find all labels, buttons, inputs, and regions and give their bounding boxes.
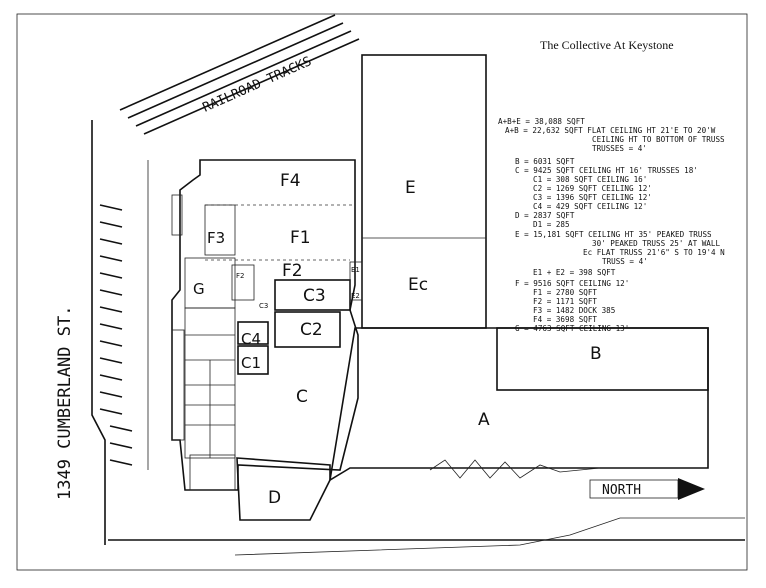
legend-line: D = 2837 SQFT (515, 211, 575, 220)
area-label-f2-small: F2 (236, 272, 244, 280)
legend-line: F3 = 1482 DOCK 385 (533, 306, 615, 315)
legend-line: C = 9425 SQFT CEILING HT 16' TRUSSES 18' (515, 166, 698, 175)
area-label-e2: E2 (351, 292, 360, 300)
area-label-d: D (268, 488, 281, 508)
area-label-f2: F2 (282, 261, 303, 281)
legend-line: CEILING HT TO BOTTOM OF TRUSS (592, 135, 725, 144)
legend-line: E = 15,181 SQFT CEILING HT 35' PEAKED TR… (515, 230, 712, 239)
area-label-c1: C1 (241, 354, 261, 372)
legend-line: E1 + E2 = 398 SQFT (533, 268, 616, 277)
street-label: 1349 CUMBERLAND ST. (55, 306, 75, 500)
area-label-b: B (590, 344, 602, 364)
north-arrow: NORTH (589, 478, 705, 500)
building-a (328, 327, 709, 482)
legend-line: G = 4763 SQFT CEILING 13' (515, 324, 629, 333)
area-label-c: C (296, 387, 308, 407)
page-frame (16, 13, 748, 571)
legend-line: C3 = 1396 SQFT CEILING 12' (533, 193, 652, 202)
area-label-f1: F1 (290, 228, 311, 248)
room-c4 (237, 321, 269, 345)
building-d (236, 457, 331, 521)
building-outline (171, 54, 709, 521)
legend-line: F = 9516 SQFT CEILING 12' (515, 279, 629, 288)
area-label-c2: C2 (300, 320, 323, 340)
legend-line: A+B+E = 38,088 SQFT (498, 117, 585, 126)
legend-line: Ec FLAT TRUSS 21'6" S TO 19'4 N (583, 248, 725, 257)
legend-line: 30' PEAKED TRUSS 25' AT WALL (592, 239, 720, 248)
legend-line: TRUSS = 4' (602, 257, 648, 266)
area-label-g: G (193, 280, 205, 298)
area-label-c3-small: C3 (259, 302, 268, 310)
railroad-tracks (119, 14, 360, 135)
ramp-hatch (171, 329, 185, 441)
area-label-f3: F3 (207, 229, 225, 247)
area-legend: A+B+E = 38,088 SQFT A+B = 22,632 SQFT FL… (498, 117, 725, 333)
room-c2 (274, 311, 341, 348)
area-label-c3: C3 (303, 286, 326, 306)
legend-line: TRUSSES = 4' (592, 144, 647, 153)
legend-line: C4 = 429 SQFT CEILING 12' (533, 202, 647, 211)
north-label: NORTH (602, 483, 641, 498)
area-labels: E Ec B A C D F4 F1 F2 C3 C2 C4 C1 F3 G F… (193, 171, 602, 508)
legend-line: C2 = 1269 SQFT CEILING 12' (533, 184, 652, 193)
parking-stripes (99, 204, 133, 466)
legend-line: F1 = 2780 SQFT (533, 288, 597, 297)
area-label-e: E (405, 178, 416, 198)
area-label-f4: F4 (280, 171, 301, 191)
dock-hatch (171, 194, 183, 236)
room-c1 (237, 345, 269, 375)
building-b (496, 327, 709, 391)
area-label-a: A (478, 410, 490, 430)
area-label-c4: C4 (241, 330, 261, 348)
legend-line: F4 = 3698 SQFT (533, 315, 597, 324)
legend-line: F2 = 1171 SQFT (533, 297, 597, 306)
legend-line: B = 6031 SQFT (515, 157, 575, 166)
area-label-e1: E1 (351, 266, 360, 274)
area-label-ec: Ec (408, 275, 428, 295)
legend-line: A+B = 22,632 SQFT FLAT CEILING HT 21'E T… (505, 126, 716, 135)
legend-line: C1 = 308 SQFT CEILING 16' (533, 175, 647, 184)
building-west (171, 159, 359, 491)
page-title: The Collective At Keystone (540, 38, 674, 52)
cumberland-street (91, 120, 745, 556)
railroad-label: RAILROAD TRACKS (201, 54, 314, 115)
legend-line: D1 = 285 (533, 220, 570, 229)
